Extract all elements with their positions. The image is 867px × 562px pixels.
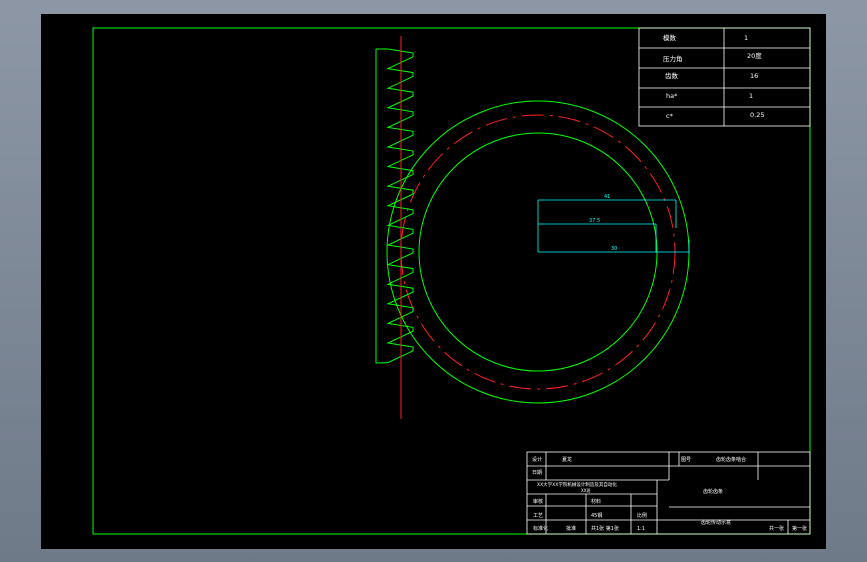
param-value-pressure-angle: 20度 bbox=[747, 51, 762, 60]
drawing-sheet: 模数 1 压力角 20度 齿数 16 ha* 1 c* 0.25 bbox=[41, 14, 826, 549]
title-scale-value: 1:1 bbox=[637, 526, 645, 532]
title-school: XX大学XX学院机械设计制造及其自动化 bbox=[537, 481, 617, 488]
title-company: 齿轮传动示意 bbox=[701, 519, 731, 526]
title-scale-label: 比例 bbox=[637, 512, 647, 519]
param-value-ha: 1 bbox=[749, 92, 753, 100]
dimension-label-d3: 30 bbox=[611, 246, 617, 252]
title-misc2: 标准化 bbox=[533, 525, 548, 532]
title-misc1: 工艺 bbox=[533, 513, 543, 519]
title-misc3: 批准 bbox=[566, 525, 576, 532]
dimension-label-d2: 37.5 bbox=[589, 218, 600, 224]
title-sheet-info: 共1张 第1张 bbox=[591, 525, 619, 532]
title-designer-label: 设计 bbox=[532, 456, 542, 463]
param-value-teeth: 16 bbox=[750, 72, 758, 80]
param-label-pressure-angle: 压力角 bbox=[663, 54, 683, 63]
title-sheet-right: 第一张 bbox=[792, 525, 807, 532]
title-sheet-left: 共一张 bbox=[769, 525, 784, 532]
dimension-lines bbox=[537, 199, 690, 254]
title-material-label: 材料 bbox=[591, 498, 601, 505]
param-value-c: 0.25 bbox=[750, 111, 764, 119]
param-value-module: 1 bbox=[744, 34, 748, 42]
title-class: XX班 bbox=[581, 487, 590, 493]
title-main: 齿轮齿条 bbox=[703, 488, 723, 495]
title-designer-name: 夏龙 bbox=[562, 456, 572, 463]
param-label-teeth: 齿数 bbox=[665, 71, 679, 80]
title-drawing-no-value: 齿轮齿条啮合 bbox=[716, 456, 746, 463]
title-drawing-no-label: 图号 bbox=[681, 457, 691, 463]
param-label-ha: ha* bbox=[666, 92, 678, 100]
title-material-value: 45钢 bbox=[591, 512, 602, 519]
param-label-module: 模数 bbox=[663, 33, 677, 42]
cad-drawing: 模数 1 压力角 20度 齿数 16 ha* 1 c* 0.25 bbox=[92, 27, 811, 535]
title-reviewer-label: 审核 bbox=[533, 498, 543, 505]
dimension-label-d1: 41 bbox=[604, 194, 610, 200]
title-block bbox=[526, 451, 811, 535]
drawing-frame bbox=[92, 27, 811, 535]
param-label-c: c* bbox=[666, 112, 674, 120]
title-date-label: 日期 bbox=[532, 470, 542, 476]
parameter-table bbox=[638, 27, 811, 127]
